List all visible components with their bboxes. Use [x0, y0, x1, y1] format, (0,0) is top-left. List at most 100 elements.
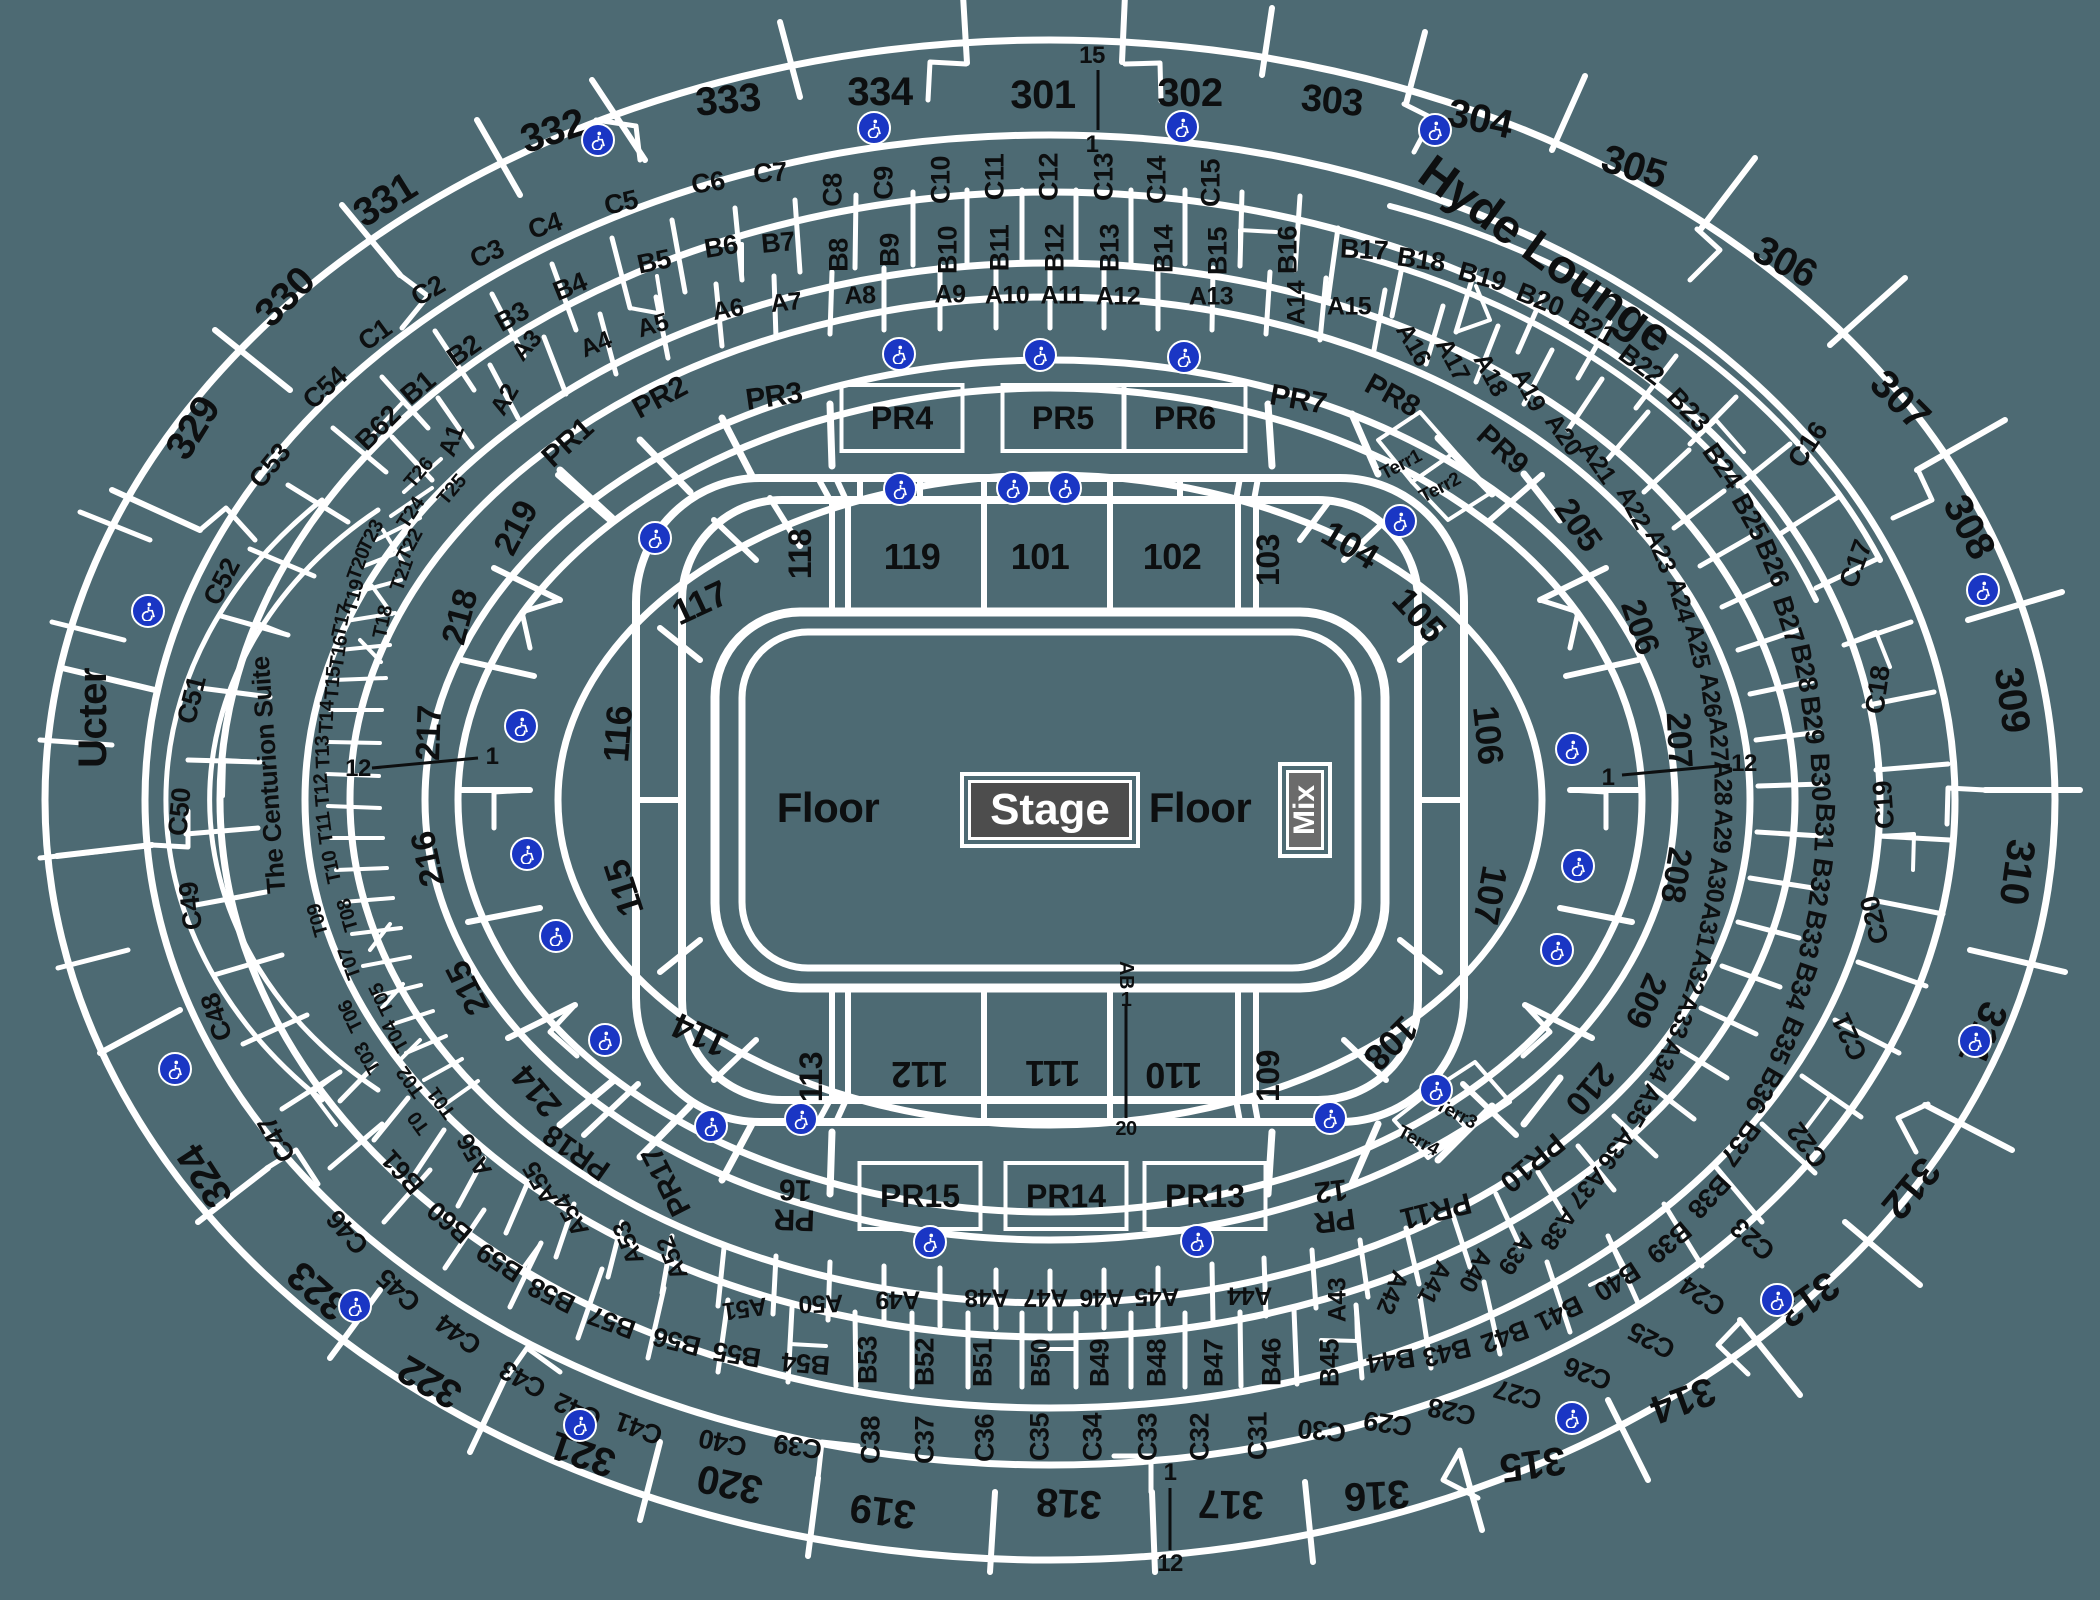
section-label-b15[interactable]: B15 — [1202, 226, 1233, 276]
section-label-c14[interactable]: C14 — [1141, 155, 1172, 205]
section-label-317[interactable]: 317 — [1197, 1481, 1265, 1527]
mix-box[interactable]: Mix — [1278, 762, 1332, 858]
section-label-b47[interactable]: B47 — [1198, 1338, 1229, 1388]
section-label-118[interactable]: 118 — [782, 528, 818, 580]
section-label-b10[interactable]: B10 — [932, 225, 963, 275]
section-label-334[interactable]: 334 — [847, 70, 913, 114]
wheelchair-accessible-icon[interactable] — [581, 123, 615, 157]
wheelchair-accessible-icon[interactable] — [913, 1225, 947, 1259]
premium-box-pr15[interactable]: PR15 — [857, 1161, 983, 1231]
premium-box-pr5[interactable]: PR5 — [1000, 383, 1126, 453]
section-label-a26[interactable]: A26 — [1693, 671, 1728, 719]
section-label-a9[interactable]: A9 — [934, 280, 966, 309]
section-label-c18[interactable]: C18 — [1859, 664, 1896, 716]
section-label-a48[interactable]: A48 — [964, 1283, 1010, 1312]
wheelchair-accessible-icon[interactable] — [1180, 1224, 1214, 1258]
section-label-a50[interactable]: A50 — [798, 1288, 844, 1319]
section-label-a45[interactable]: A45 — [1134, 1282, 1180, 1311]
section-label-t12[interactable]: T12 — [309, 772, 335, 808]
wheelchair-accessible-icon[interactable] — [1165, 110, 1199, 144]
section-label-c31[interactable]: C31 — [1242, 1411, 1273, 1461]
section-label-a30[interactable]: A30 — [1699, 856, 1734, 904]
premium-box-pr6[interactable]: PR6 — [1122, 383, 1248, 453]
section-label-b52[interactable]: B52 — [909, 1337, 940, 1387]
section-label-302[interactable]: 302 — [1157, 71, 1223, 115]
section-label-b55[interactable]: B55 — [710, 1335, 763, 1374]
section-label-c29[interactable]: C29 — [1362, 1405, 1414, 1442]
section-label-b51[interactable]: B51 — [967, 1338, 998, 1388]
section-label-106[interactable]: 106 — [1465, 703, 1512, 767]
section-label-c30[interactable]: C30 — [1296, 1413, 1348, 1448]
section-label-c13[interactable]: C13 — [1088, 152, 1119, 202]
wheelchair-accessible-icon[interactable] — [883, 472, 917, 506]
section-label-t11[interactable]: T11 — [311, 810, 339, 846]
section-label-a11[interactable]: A11 — [1040, 281, 1084, 310]
wheelchair-accessible-icon[interactable] — [1023, 338, 1057, 372]
wheelchair-accessible-icon[interactable] — [563, 1408, 597, 1442]
section-label-a8[interactable]: A8 — [844, 280, 876, 311]
section-label-b17[interactable]: B17 — [1339, 233, 1389, 266]
section-label-a13[interactable]: A13 — [1188, 282, 1234, 311]
wheelchair-accessible-icon[interactable] — [1760, 1283, 1794, 1317]
section-label-b5[interactable]: B5 — [634, 243, 674, 280]
section-label-315[interactable]: 315 — [1497, 1437, 1569, 1491]
section-label-b6[interactable]: B6 — [702, 229, 740, 264]
section-label-316[interactable]: 316 — [1343, 1471, 1411, 1519]
section-label-b9[interactable]: B9 — [874, 233, 905, 267]
section-label-b54[interactable]: B54 — [780, 1346, 832, 1381]
section-label-a10[interactable]: A10 — [984, 281, 1030, 310]
premium-box-pr14[interactable]: PR14 — [1003, 1161, 1129, 1231]
section-label-b49[interactable]: B49 — [1084, 1338, 1115, 1388]
section-label-111[interactable]: 111 — [1025, 1053, 1081, 1094]
section-label-a51[interactable]: A51 — [721, 1291, 769, 1326]
wheelchair-accessible-icon[interactable] — [510, 837, 544, 871]
section-label-b45[interactable]: B45 — [1314, 1338, 1345, 1388]
section-label-a46[interactable]: A46 — [1079, 1283, 1125, 1312]
section-label-pr-12[interactable]: PR 12 — [1312, 1172, 1358, 1240]
section-label-a28[interactable]: A28 — [1708, 760, 1737, 806]
section-label-t16[interactable]: T16 — [325, 634, 353, 670]
section-label-b50[interactable]: B50 — [1025, 1338, 1056, 1388]
section-label-119[interactable]: 119 — [883, 536, 941, 577]
wheelchair-accessible-icon[interactable] — [1958, 1024, 1992, 1058]
section-label-b46[interactable]: B46 — [1256, 1337, 1287, 1387]
section-label-217[interactable]: 217 — [409, 704, 449, 762]
wheelchair-accessible-icon[interactable] — [1540, 933, 1574, 967]
section-label-113[interactable]: 113 — [793, 1051, 829, 1103]
section-label-a12[interactable]: A12 — [1095, 282, 1141, 311]
section-label-b30[interactable]: B30 — [1804, 752, 1837, 802]
section-label-c35[interactable]: C35 — [1024, 1412, 1055, 1462]
section-label-112[interactable]: 112 — [891, 1054, 949, 1095]
section-label-c15[interactable]: C15 — [1195, 158, 1226, 208]
section-label-b14[interactable]: B14 — [1148, 224, 1179, 274]
wheelchair-accessible-icon[interactable] — [1383, 504, 1417, 538]
section-label-pr-16[interactable]: PR 16 — [773, 1172, 816, 1237]
section-label-a15[interactable]: A15 — [1326, 292, 1372, 321]
wheelchair-accessible-icon[interactable] — [1048, 471, 1082, 505]
wheelchair-accessible-icon[interactable] — [996, 471, 1030, 505]
wheelchair-accessible-icon[interactable] — [882, 337, 916, 371]
section-label-a43[interactable]: A43 — [1323, 1277, 1352, 1323]
section-label-b16[interactable]: B16 — [1272, 225, 1303, 275]
section-label-a44[interactable]: A44 — [1227, 1281, 1273, 1310]
section-label-b29[interactable]: B29 — [1794, 694, 1831, 746]
section-label-a27[interactable]: A27 — [1703, 716, 1734, 762]
wheelchair-accessible-icon[interactable] — [1313, 1101, 1347, 1135]
section-label-319[interactable]: 319 — [847, 1485, 919, 1537]
section-label-310[interactable]: 310 — [1990, 836, 2044, 908]
section-label-116[interactable]: 116 — [595, 704, 640, 764]
section-label-c34[interactable]: C34 — [1077, 1412, 1108, 1462]
wheelchair-accessible-icon[interactable] — [1561, 849, 1595, 883]
premium-box-pr4[interactable]: PR4 — [839, 383, 965, 453]
section-label-c36[interactable]: C36 — [969, 1413, 1000, 1463]
section-label-b11[interactable]: B11 — [984, 224, 1015, 272]
section-label-c11[interactable]: C11 — [979, 153, 1010, 201]
section-label-a14[interactable]: A14 — [1282, 280, 1311, 326]
section-label-b32[interactable]: B32 — [1802, 856, 1839, 908]
section-label-c10[interactable]: C10 — [925, 155, 956, 205]
section-label-a47[interactable]: A47 — [1023, 1283, 1069, 1312]
section-label-b12[interactable]: B12 — [1039, 223, 1070, 273]
section-label-303[interactable]: 303 — [1299, 76, 1365, 126]
section-label-b48[interactable]: B48 — [1141, 1338, 1172, 1388]
section-label-a29[interactable]: A29 — [1707, 808, 1738, 854]
